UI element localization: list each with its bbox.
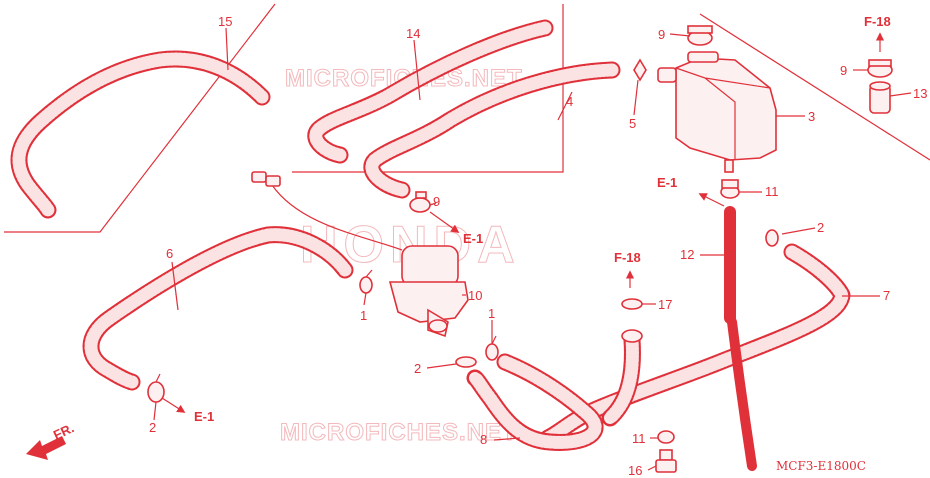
part-label-9-right: 9 <box>840 63 847 78</box>
clamp-11-bottom <box>657 430 675 444</box>
part-label-2-right: 2 <box>817 220 824 235</box>
part-label-9-middle: 9 <box>433 194 440 209</box>
ref-arrow-e1-right <box>698 193 725 207</box>
reservoir-tank-3 <box>657 51 777 173</box>
clip-5 <box>633 58 647 82</box>
clip-1-upper <box>359 269 373 294</box>
diagram-code: MCF3-E1800C <box>776 459 866 473</box>
ref-label-f18-middle: F-18 <box>614 250 641 265</box>
part-label-2-left: 2 <box>149 420 156 435</box>
part-label-13: 13 <box>913 86 927 101</box>
part-label-15: 15 <box>218 14 232 29</box>
part-label-16: 16 <box>628 463 642 478</box>
clip-2-left <box>147 373 165 403</box>
frame-right-view <box>699 13 930 161</box>
part-label-3: 3 <box>808 109 815 124</box>
bolt-16 <box>655 449 677 473</box>
part-label-8: 8 <box>480 432 487 447</box>
hose-8 <box>466 329 643 451</box>
air-injection-valve-10 <box>251 171 469 338</box>
leader-lines <box>153 27 912 471</box>
hose-12 <box>724 206 757 471</box>
cap-13 <box>869 81 891 114</box>
front-arrow: FR. <box>26 420 76 460</box>
ref-label-f18-top: F-18 <box>864 14 891 29</box>
clamp-9-right <box>867 59 893 78</box>
clip-2-middle <box>455 356 477 368</box>
part-label-2-middle: 2 <box>414 361 421 376</box>
clip-2-right <box>765 229 779 247</box>
part-label-12: 12 <box>680 247 694 262</box>
part-label-10: 10 <box>468 288 482 303</box>
part-label-4: 4 <box>566 94 573 109</box>
hose-15 <box>10 50 271 219</box>
oring-17 <box>621 298 643 310</box>
ref-label-e1-middle: E-1 <box>463 231 483 246</box>
clamp-11-top <box>720 179 740 199</box>
clamp-9-middle <box>409 191 431 213</box>
ref-label-e1-right: E-1 <box>657 175 677 190</box>
part-label-11-top: 11 <box>765 184 779 199</box>
part-label-9-top: 9 <box>658 27 665 42</box>
part-label-1-upper: 1 <box>360 308 367 323</box>
part-label-1-lower: 1 <box>488 306 495 321</box>
hose-4 <box>363 61 621 199</box>
part-label-7: 7 <box>883 288 890 303</box>
part-label-6: 6 <box>166 246 173 261</box>
part-label-5: 5 <box>629 116 636 131</box>
front-label: FR. <box>51 420 76 442</box>
part-label-11-bottom: 11 <box>632 431 646 446</box>
hose-6 <box>82 226 354 391</box>
frame-left-view <box>4 3 276 233</box>
ref-label-e1-left: E-1 <box>194 409 214 424</box>
watermark-bottom: MICROFICHES.NET <box>280 419 518 446</box>
part-label-14: 14 <box>406 26 420 41</box>
part-label-17: 17 <box>658 297 672 312</box>
hose-14 <box>307 19 554 164</box>
ref-arrow-e1-left <box>161 397 186 413</box>
ref-arrow-e1-middle <box>429 211 460 233</box>
clamp-9-top <box>687 25 713 46</box>
